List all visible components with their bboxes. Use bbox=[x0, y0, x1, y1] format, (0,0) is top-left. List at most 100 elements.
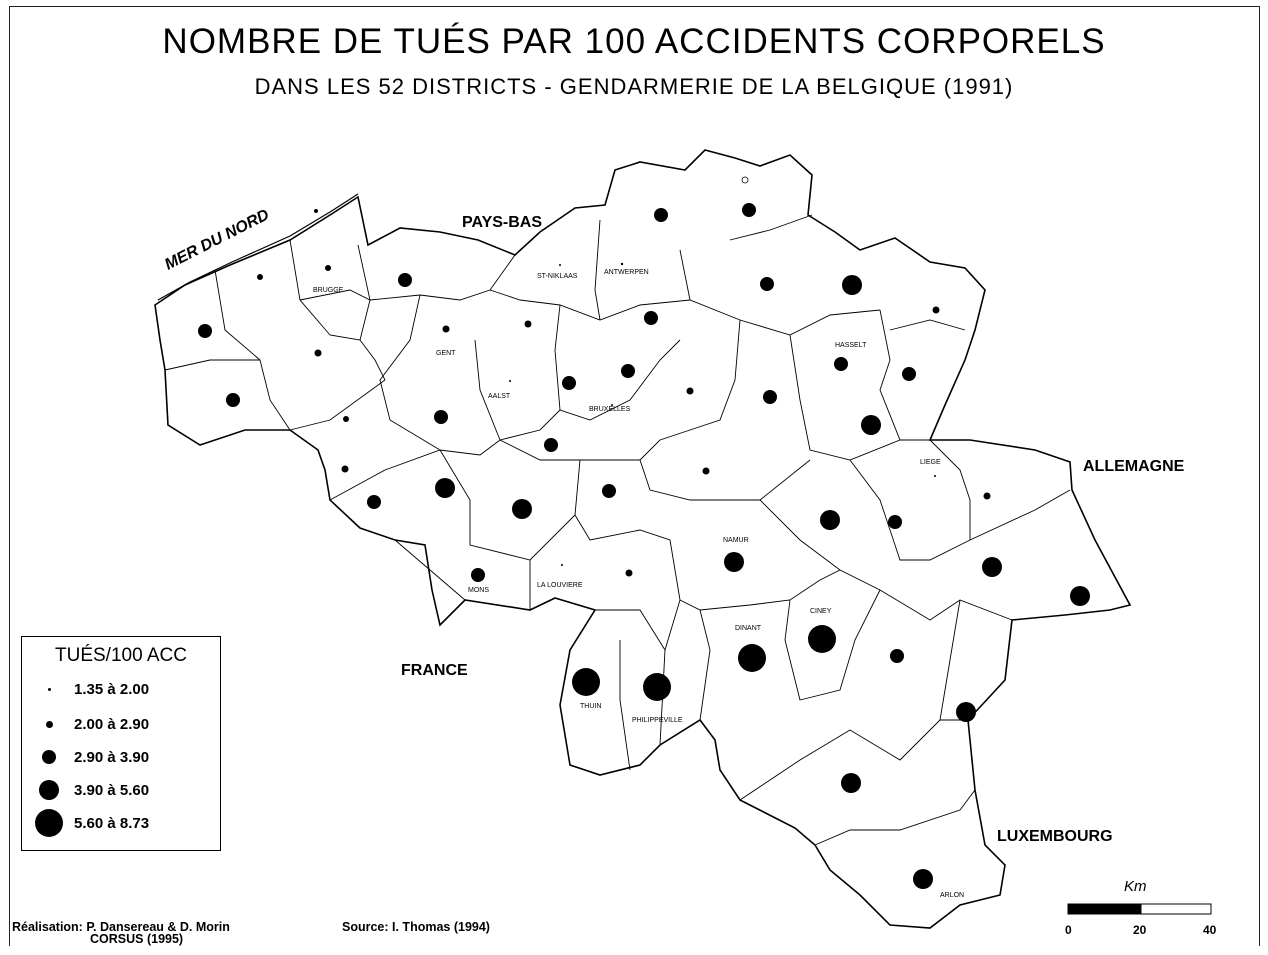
district-symbol bbox=[572, 668, 600, 696]
district-symbol bbox=[509, 380, 511, 382]
district-symbol bbox=[471, 568, 485, 582]
district-symbol bbox=[834, 357, 848, 371]
country-label-france: FRANCE bbox=[401, 662, 468, 679]
scale-tick: 0 bbox=[1065, 923, 1072, 937]
district-symbol bbox=[644, 311, 658, 325]
district-symbol bbox=[561, 564, 563, 566]
district-label-antwerpen: ANTWERPEN bbox=[604, 269, 649, 276]
district-boundaries bbox=[164, 214, 1071, 846]
district-symbol bbox=[442, 325, 450, 333]
legend-item-label: 3.90 à 5.60 bbox=[74, 782, 150, 799]
district-symbol bbox=[512, 499, 532, 519]
country-label-allemagne: ALLEMAGNE bbox=[1083, 458, 1185, 475]
district-symbol bbox=[325, 265, 331, 271]
legend-symbol bbox=[39, 780, 59, 800]
district-label-liege: LIEGE bbox=[920, 459, 941, 466]
map-subtitle: DANS LES 52 DISTRICTS - GENDARMERIE DE L… bbox=[254, 74, 1014, 99]
legend-item: 2.90 à 3.90 bbox=[22, 745, 220, 775]
legend-symbol bbox=[42, 750, 56, 764]
legend-item: 5.60 à 8.73 bbox=[22, 809, 220, 841]
map-title: NOMBRE DE TUÉS PAR 100 ACCIDENTS CORPORE… bbox=[162, 22, 1106, 61]
legend-item-label: 2.90 à 3.90 bbox=[74, 749, 150, 766]
district-symbol bbox=[643, 673, 671, 701]
proportional-symbols bbox=[198, 203, 1090, 889]
district-symbol bbox=[861, 415, 881, 435]
district-symbol bbox=[724, 552, 744, 572]
coast-marker bbox=[314, 209, 318, 213]
map-frame bbox=[9, 6, 1260, 946]
credit-source: Source: I. Thomas (1994) bbox=[342, 920, 490, 934]
legend-item-label: 1.35 à 2.00 bbox=[74, 681, 150, 698]
coastline bbox=[157, 193, 359, 301]
district-symbol bbox=[654, 208, 668, 222]
district-label-arlon: ARLON bbox=[940, 892, 964, 899]
district-symbol bbox=[913, 869, 933, 889]
district-symbol bbox=[888, 515, 902, 529]
district-symbol bbox=[257, 274, 263, 280]
belgium-outline bbox=[154, 149, 1132, 929]
district-symbol bbox=[841, 773, 861, 793]
district-symbol bbox=[544, 438, 558, 452]
district-symbol bbox=[611, 404, 613, 406]
sea-label: MER DU NORD bbox=[162, 206, 272, 273]
district-label-brugge: BRUGGE bbox=[313, 287, 344, 294]
legend-item: 3.90 à 5.60 bbox=[22, 778, 220, 808]
district-symbol bbox=[763, 390, 777, 404]
district-symbol bbox=[398, 273, 412, 287]
district-label-aalst: AALST bbox=[488, 393, 511, 400]
district-symbol bbox=[982, 557, 1002, 577]
scale-tick: 20 bbox=[1133, 923, 1147, 937]
district-label-mons: MONS bbox=[468, 587, 489, 594]
legend-symbol bbox=[46, 721, 53, 728]
district-symbol bbox=[435, 478, 455, 498]
district-label-hasselt: HASSELT bbox=[835, 342, 867, 349]
district-symbol bbox=[902, 367, 916, 381]
district-symbol bbox=[625, 569, 633, 577]
district-label-la-louviere: LA LOUVIERE bbox=[537, 582, 583, 589]
district-symbol bbox=[808, 625, 836, 653]
district-symbol bbox=[890, 649, 904, 663]
district-label-bruxelles: BRUXELLES bbox=[589, 406, 631, 413]
district-symbol bbox=[343, 416, 349, 422]
district-symbol bbox=[226, 393, 240, 407]
legend-symbol bbox=[48, 688, 51, 691]
district-label-dinant: DINANT bbox=[735, 625, 762, 632]
district-label-namur: NAMUR bbox=[723, 537, 749, 544]
district-symbol bbox=[198, 324, 212, 338]
district-symbol bbox=[602, 484, 616, 498]
district-symbol bbox=[820, 510, 840, 530]
legend-item-label: 5.60 à 8.73 bbox=[74, 815, 150, 832]
credit-made-by: Réalisation: P. Dansereau & D. Morin bbox=[12, 920, 230, 934]
district-label-thuin: THUIN bbox=[580, 703, 601, 710]
country-label-luxembourg: LUXEMBOURG bbox=[997, 828, 1113, 845]
legend-item-label: 2.00 à 2.90 bbox=[74, 716, 150, 733]
district-symbol bbox=[367, 495, 381, 509]
legend: TUÉS/100 ACC 1.35 à 2.00 2.00 à 2.90 2.9… bbox=[21, 636, 221, 851]
legend-item: 2.00 à 2.90 bbox=[22, 712, 220, 742]
district-symbol bbox=[702, 467, 710, 475]
district-symbol bbox=[742, 203, 756, 217]
district-symbol bbox=[934, 475, 936, 477]
legend-item: 1.35 à 2.00 bbox=[22, 677, 220, 707]
district-symbol bbox=[620, 262, 624, 266]
district-symbol bbox=[562, 376, 576, 390]
legend-symbol bbox=[35, 809, 63, 837]
district-symbol bbox=[983, 492, 991, 500]
scale-unit: Km bbox=[1124, 878, 1147, 895]
credit-org: CORSUS (1995) bbox=[90, 932, 184, 946]
district-symbol bbox=[341, 465, 349, 473]
district-label-philippeville: PHILIPPEVILLE bbox=[632, 717, 683, 724]
district-symbol bbox=[434, 410, 448, 424]
district-symbol bbox=[738, 644, 766, 672]
district-symbol bbox=[314, 349, 322, 357]
district-symbol bbox=[686, 387, 694, 395]
district-symbol bbox=[621, 364, 635, 378]
enclave-marker bbox=[741, 176, 749, 184]
district-label-ciney: CINEY bbox=[810, 608, 832, 615]
country-label-pays-bas: PAYS-BAS bbox=[462, 214, 542, 231]
district-symbol bbox=[956, 702, 976, 722]
district-symbol bbox=[842, 275, 862, 295]
legend-title: TUÉS/100 ACC bbox=[55, 645, 187, 666]
district-label-st-niklaas: ST-NIKLAAS bbox=[537, 273, 578, 280]
